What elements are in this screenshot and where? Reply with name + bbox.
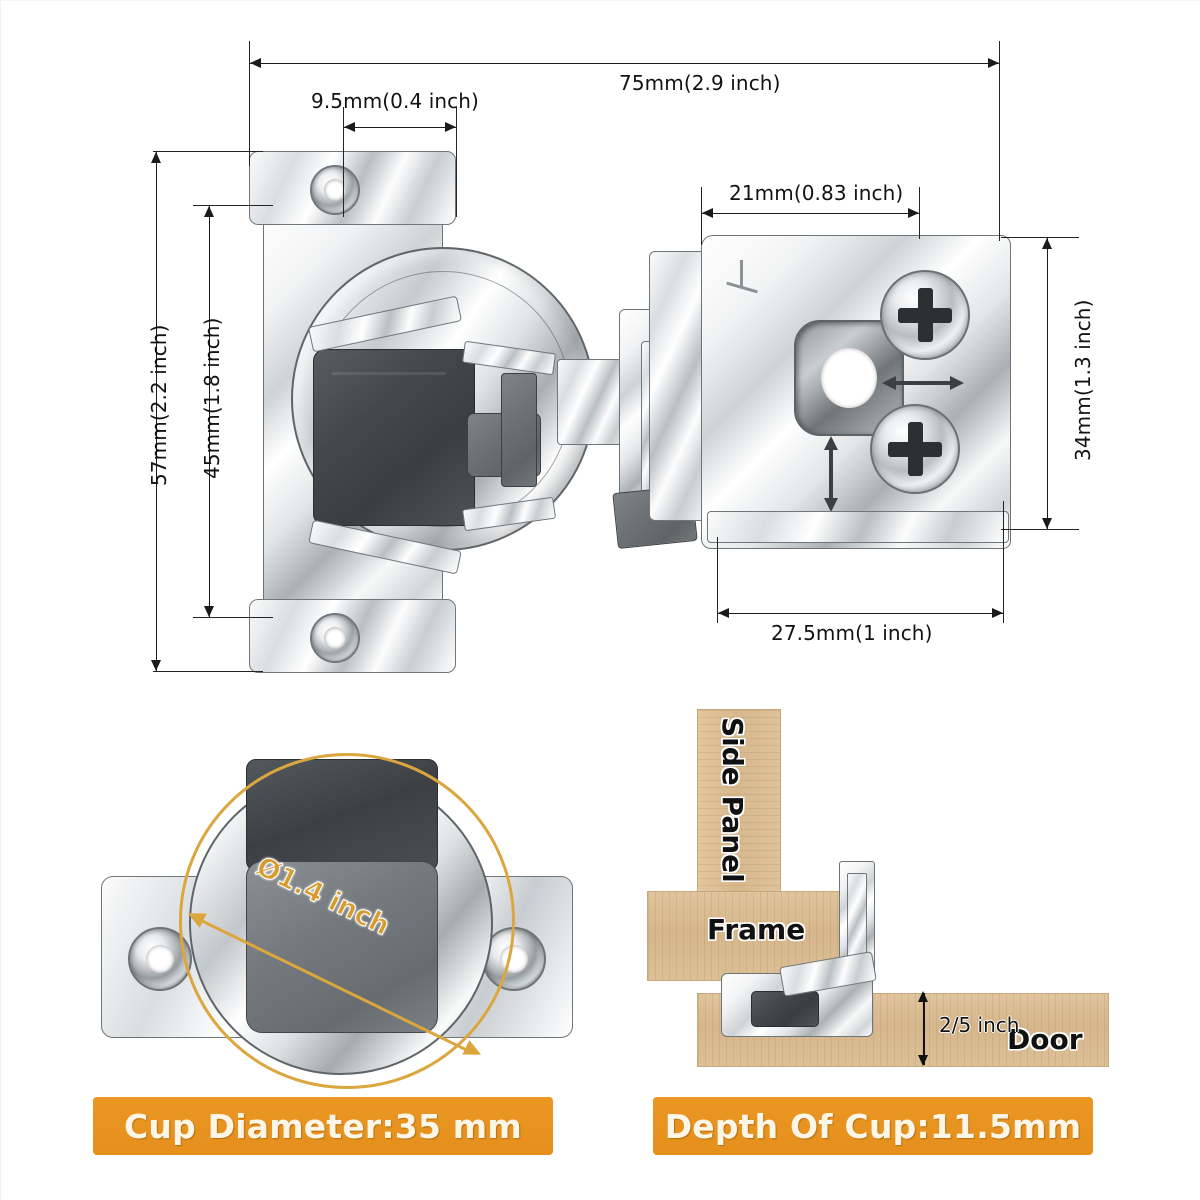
horizontal-adjust-arrow-icon (882, 376, 964, 390)
screw-hole-top-icon (310, 165, 360, 215)
dim-line-overall-height (156, 151, 157, 671)
cup-diameter-panel: Ø1.4 inch (61, 731, 601, 1181)
depth-dim-line (923, 993, 925, 1065)
door-label: Door (1007, 1023, 1083, 1056)
dim-label-plate-height: 45mm(1.8 inch) (200, 317, 224, 480)
arrowhead-up (1042, 238, 1052, 249)
installation-panel: Side Panel Frame Door 2/5 inch (641, 701, 1161, 1181)
screw-hole-bottom-icon (310, 613, 360, 663)
dim-line-plate-width (701, 213, 919, 214)
top-dimension-diagram: 75mm(2.9 inch) 9.5mm(0.4 inch) 57mm(2.2 … (1, 1, 1200, 691)
mounting-plate (649, 229, 1011, 559)
phillips-screw-bottom-icon (870, 404, 960, 494)
arrowhead-left (718, 608, 729, 618)
depth-callout-label: 2/5 inch (939, 1013, 1020, 1037)
ext-line-offset-left (343, 107, 344, 217)
diameter-callout-circle (179, 753, 515, 1089)
ext-line-width-left (249, 41, 250, 166)
arrowhead-left (702, 208, 713, 218)
plate-face (701, 235, 1011, 549)
frame-label: Frame (707, 913, 806, 946)
phillips-cross-vertical (908, 422, 923, 476)
depth-arrowhead-up (918, 991, 928, 1002)
ext-line-platelength-left (717, 537, 718, 623)
ext-line-platedepth-bottom (1001, 529, 1079, 530)
dim-label-overall-width: 75mm(2.9 inch) (619, 71, 781, 95)
arrowhead-right (445, 122, 456, 132)
dim-label-overall-height: 57mm(2.2 inch) (147, 324, 171, 487)
dim-line-plate-height (209, 205, 210, 617)
phillips-screw-top-icon (880, 270, 970, 360)
dim-line-wing-offset (343, 127, 456, 128)
ext-line-platewidth-left (701, 187, 702, 245)
soft-close-damper (313, 349, 475, 526)
hinge-wing-bottom (249, 599, 456, 673)
ext-line-plateheight-top (193, 205, 273, 206)
arrowhead-up (204, 206, 214, 217)
arrowhead-right (988, 58, 999, 68)
plate-bottom-lip (707, 511, 1009, 543)
arrowhead-down (204, 606, 214, 617)
hinge-body-left (249, 151, 595, 673)
side-panel-board (697, 709, 781, 901)
ext-line-width-right (999, 41, 1000, 241)
hinge-wing-top (249, 151, 456, 225)
dim-label-plate-length: 27.5mm(1 inch) (771, 621, 933, 645)
installed-hinge-damper (751, 991, 819, 1027)
cup-diameter-banner-label: Cup Diameter:35 mm (124, 1106, 522, 1146)
ext-line-platelength-right (1003, 501, 1004, 623)
ext-line-plateheight-bottom (193, 617, 273, 618)
plate-engraving-mark-icon (724, 258, 764, 298)
vertical-adjust-arrow-icon (824, 436, 838, 512)
arrowhead-down (151, 660, 161, 671)
ext-line-platewidth-right (919, 187, 920, 239)
cam-block (501, 373, 537, 487)
dim-line-overall-width (249, 63, 999, 64)
cup-diameter-banner: Cup Diameter:35 mm (93, 1097, 553, 1155)
side-panel-label: Side Panel (716, 717, 749, 883)
dim-line-plate-depth (1047, 237, 1048, 529)
cup-depth-banner-label: Depth Of Cup:11.5mm (664, 1106, 1082, 1146)
arrowhead-left (344, 122, 355, 132)
depth-arrowhead-down (918, 1055, 928, 1066)
dim-label-plate-depth: 34mm(1.3 inch) (1071, 299, 1095, 462)
phillips-cross-vertical (918, 288, 933, 342)
cup-depth-banner: Depth Of Cup:11.5mm (653, 1097, 1093, 1155)
ext-line-height-bottom (153, 671, 263, 672)
arrowhead-right (992, 608, 1003, 618)
arrowhead-up (151, 152, 161, 163)
arrowhead-right (908, 208, 919, 218)
ext-line-platedepth-top (1001, 237, 1079, 238)
ext-line-height-top (153, 151, 263, 152)
dim-label-wing-offset: 9.5mm(0.4 inch) (311, 89, 479, 113)
ext-line-offset-right (456, 107, 457, 217)
diameter-arrowhead-right (462, 1040, 485, 1062)
arrowhead-left (250, 58, 261, 68)
arrowhead-down (1042, 518, 1052, 529)
dim-label-plate-width: 21mm(0.83 inch) (729, 181, 904, 205)
dim-line-plate-length (717, 613, 1003, 614)
